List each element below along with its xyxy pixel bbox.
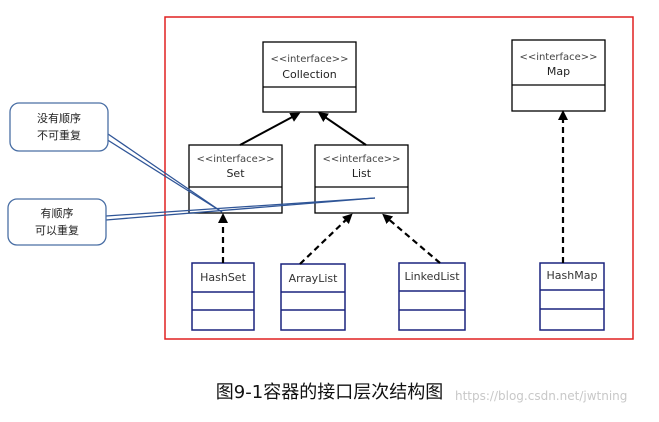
- hashmap-class-box: HashMap: [539, 262, 605, 331]
- list-name: List: [352, 167, 372, 180]
- watermark: https://blog.csdn.net/jwtning: [455, 389, 628, 403]
- collection-interface-box: <<interface>> Collection: [262, 41, 357, 113]
- set-name: Set: [226, 167, 245, 180]
- list-interface-box: <<interface>> List: [314, 144, 409, 214]
- callout-unordered-line2: 不可重复: [37, 128, 81, 142]
- callout-ordered-line1: 有顺序: [41, 206, 74, 220]
- arraylist-class-box: ArrayList: [280, 263, 346, 331]
- set-stereotype: <<interface>>: [196, 154, 274, 165]
- figure-caption: 图9-1容器的接口层次结构图: [215, 382, 444, 403]
- linkedlist-class-box: LinkedList: [398, 262, 466, 331]
- list-stereotype: <<interface>>: [322, 154, 400, 165]
- callout-unordered-pointer: [105, 133, 223, 213]
- linkedlist-to-list-arrow: [382, 213, 441, 264]
- hashset-class-box: HashSet: [191, 262, 255, 331]
- set-interface-box: <<interface>> Set: [188, 144, 283, 214]
- list-to-collection-arrow: [317, 112, 367, 146]
- set-to-collection-arrow: [239, 112, 301, 146]
- collection-name: Collection: [282, 68, 336, 81]
- callout-ordered: 有顺序 可以重复: [7, 198, 107, 246]
- callout-ordered-pointer: [105, 197, 376, 221]
- arraylist-name: ArrayList: [289, 272, 339, 285]
- callout-unordered: 没有顺序 不可重复: [9, 102, 109, 152]
- map-interface-box: <<interface>> Map: [511, 39, 606, 112]
- arraylist-to-list-arrow: [299, 213, 353, 265]
- hashmap-name: HashMap: [547, 269, 598, 282]
- callout-ordered-line2: 可以重复: [35, 223, 79, 237]
- map-stereotype: <<interface>>: [519, 52, 597, 63]
- callout-unordered-line1: 没有顺序: [37, 111, 81, 125]
- diagram-frame: [164, 16, 634, 340]
- map-name: Map: [547, 65, 570, 78]
- linkedlist-name: LinkedList: [404, 270, 460, 283]
- collection-stereotype: <<interface>>: [270, 54, 348, 65]
- hashset-name: HashSet: [200, 271, 246, 284]
